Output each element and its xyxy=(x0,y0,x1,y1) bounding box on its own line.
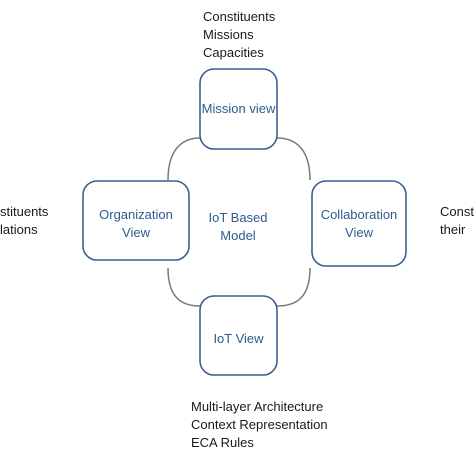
top-note-line3: Capacities xyxy=(203,45,264,60)
connector-mission-collaboration xyxy=(276,137,311,181)
collaboration-view-line1: Collaboration xyxy=(320,207,398,222)
bottom-note-line1: Multi-layer Architecture xyxy=(191,399,324,414)
organization-view-line1: Organization xyxy=(99,207,173,222)
center-model-line1: IoT Based xyxy=(208,210,268,225)
bottom-note: Multi-layer Architecture Context Represe… xyxy=(191,398,328,452)
right-note: Const their xyxy=(440,203,474,239)
center-model-label: IoT Based Model xyxy=(203,209,273,245)
left-note: stituents lations xyxy=(0,203,48,239)
collaboration-view-line2: View xyxy=(345,225,373,240)
iot-view-label: IoT View xyxy=(200,330,277,348)
bottom-note-line2: Context Representation xyxy=(191,417,328,432)
collaboration-view-label: Collaboration View xyxy=(312,206,406,242)
organization-view-line2: View xyxy=(122,225,150,240)
bottom-note-line3: ECA Rules xyxy=(191,435,254,450)
mission-view-label: Mission view xyxy=(200,100,277,118)
right-note-line2: their xyxy=(440,222,466,237)
connector-mission-organization xyxy=(167,137,201,181)
connector-organization-iot xyxy=(167,267,201,307)
collaboration-view-box xyxy=(311,180,407,267)
connector-collaboration-iot xyxy=(276,267,311,307)
left-note-line1: stituents xyxy=(0,204,49,219)
right-note-line1: Const xyxy=(440,204,474,219)
top-note-line1: Constituents xyxy=(203,9,276,24)
mission-view-box xyxy=(199,68,278,150)
organization-view-label: Organization View xyxy=(83,206,189,242)
iot-view-box xyxy=(199,295,278,376)
left-note-line2: lations xyxy=(0,222,38,237)
top-note-line2: Missions xyxy=(203,27,254,42)
top-note: Constituents Missions Capacities xyxy=(203,8,275,62)
center-model-line2: Model xyxy=(220,228,256,243)
organization-view-box xyxy=(82,180,190,261)
iot-view-text: IoT View xyxy=(213,331,264,346)
mission-view-text: Mission view xyxy=(201,101,276,116)
